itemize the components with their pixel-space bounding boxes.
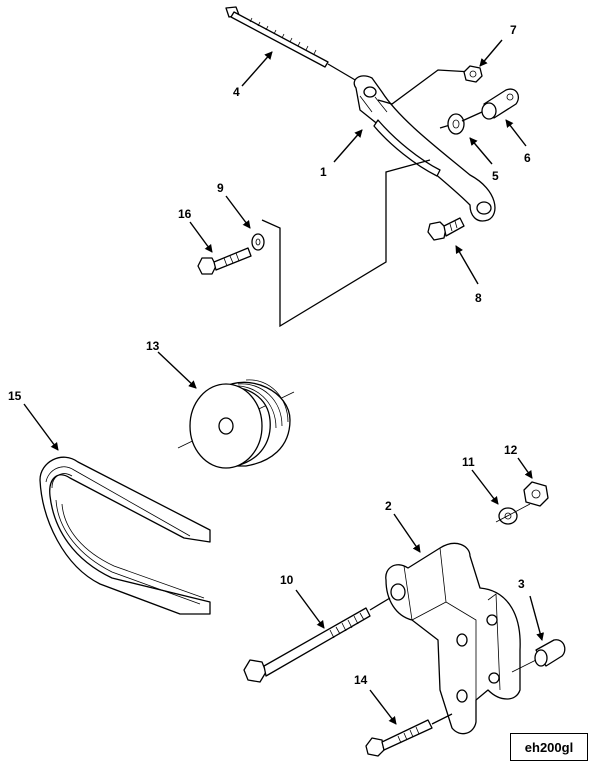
callout-9: 9 (217, 181, 224, 195)
assembly-trace-line (377, 69, 473, 105)
part-4-long-bolt (225, 6, 363, 85)
part-13-pulley (177, 379, 295, 469)
part-5-washer (447, 111, 483, 135)
part-12-nut (523, 481, 549, 507)
part-1-adjusting-bracket (353, 75, 496, 222)
part-14-bolt (365, 713, 453, 757)
callout-3: 3 (518, 577, 525, 591)
callout-7: 7 (510, 23, 517, 37)
part-8-bolt (427, 217, 465, 241)
callout-labels: 4 1 7 6 5 8 9 16 13 15 12 11 2 3 10 14 (8, 23, 531, 687)
callout-arrows (23, 39, 545, 725)
part-15-belt (39, 456, 211, 615)
part-2-mounting-bracket (385, 542, 521, 735)
callout-12: 12 (504, 443, 518, 457)
part-3-bushing (511, 639, 566, 673)
callout-15: 15 (8, 389, 22, 403)
part-10-long-bolt (243, 597, 391, 683)
callout-16: 16 (178, 207, 192, 221)
callout-11: 11 (462, 455, 475, 469)
figure-id-label: eh200gl (510, 733, 588, 761)
callout-4: 4 (233, 85, 240, 99)
callout-13: 13 (146, 339, 160, 353)
part-6-spacer (481, 88, 520, 120)
callout-10: 10 (280, 573, 294, 587)
part-16-bolt (197, 247, 252, 275)
callout-5: 5 (492, 169, 499, 183)
part-9-washer (251, 233, 265, 251)
callout-8: 8 (475, 291, 482, 305)
callout-1: 1 (320, 165, 327, 179)
part-7-nut (463, 65, 483, 83)
callout-14: 14 (354, 673, 368, 687)
callout-2: 2 (385, 499, 392, 513)
callout-6: 6 (524, 151, 531, 165)
part-11-washer (495, 503, 531, 525)
